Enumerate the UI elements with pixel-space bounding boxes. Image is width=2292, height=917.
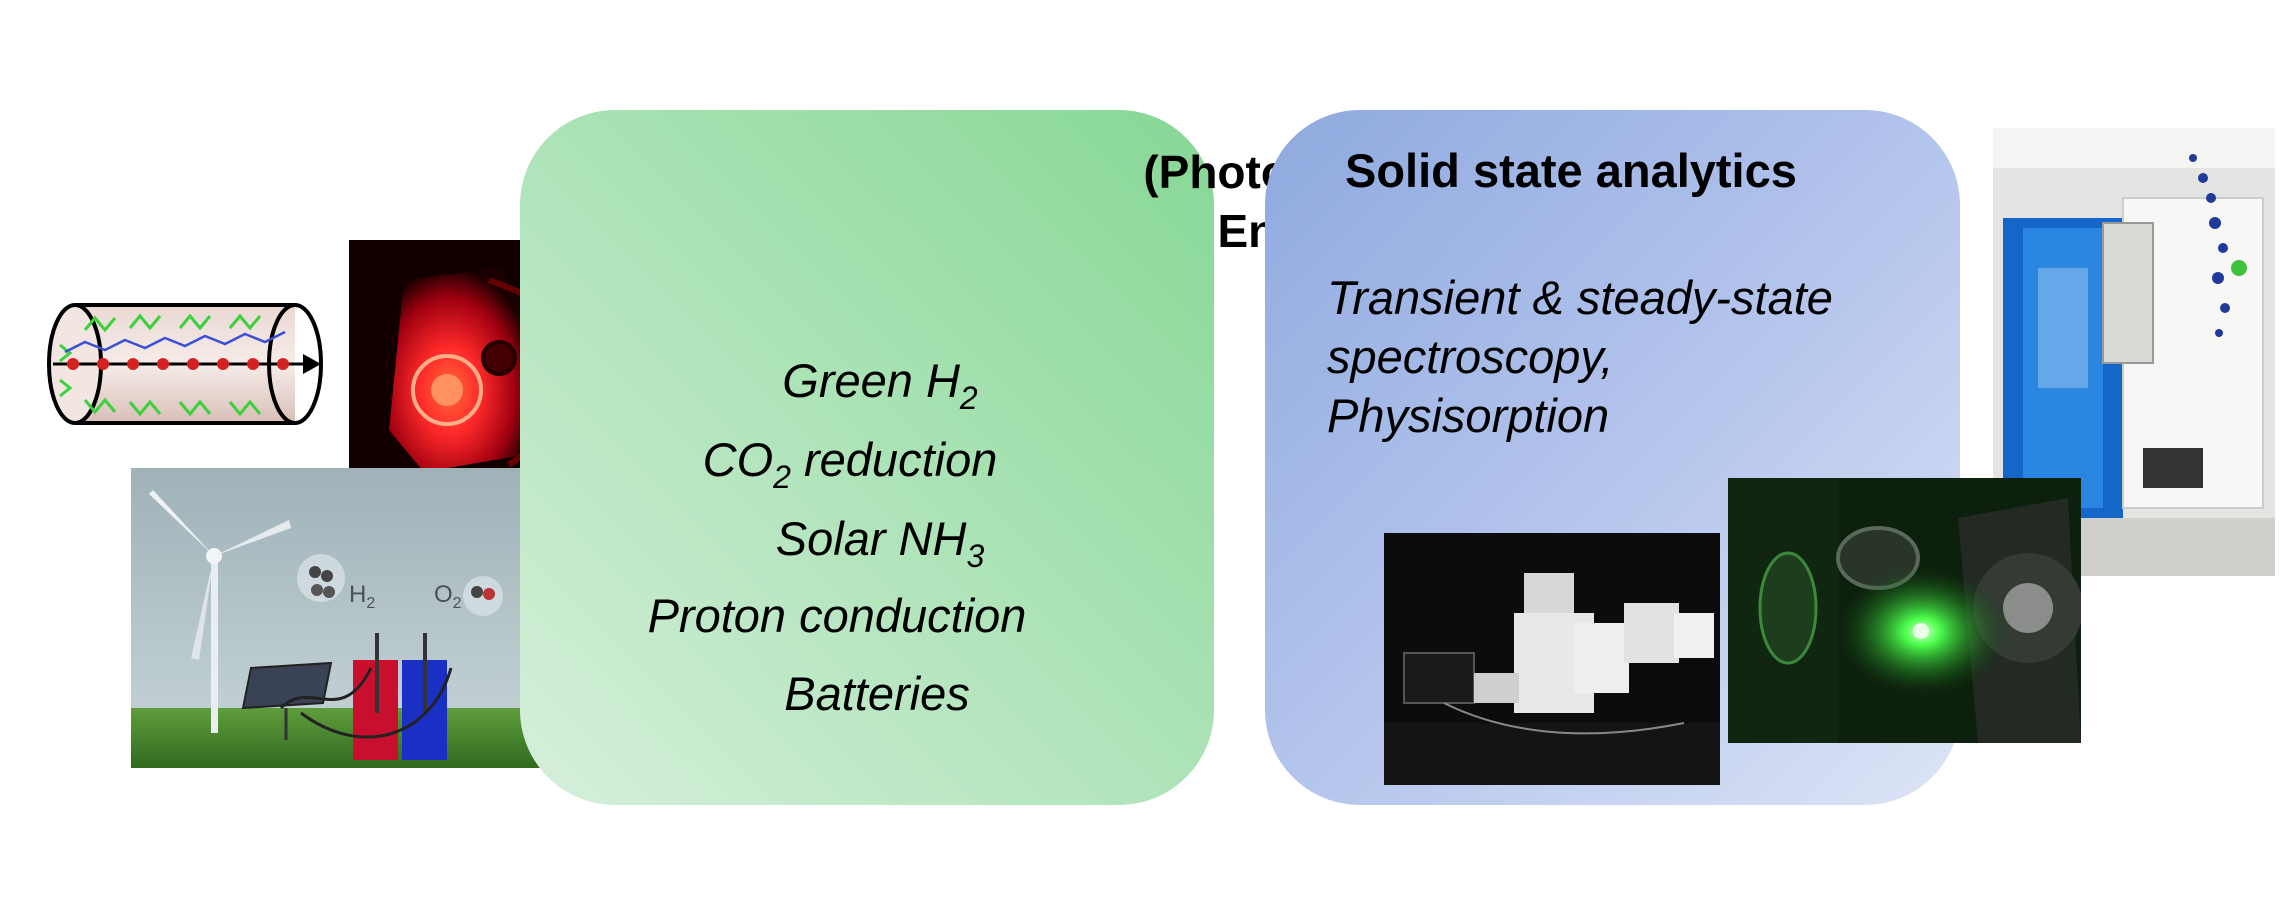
- h2-label: H2: [349, 581, 376, 612]
- green-item-proton-conduction: Proton conduction: [647, 589, 1027, 642]
- blue-panel-body: Transient & steady-state spectroscopy, P…: [1327, 268, 1887, 445]
- renewable-energy-illustration: H2 O2: [131, 468, 551, 768]
- green-laser-setup-photo: [1728, 478, 2081, 743]
- green-item-co2-reduction: CO2 reduction: [702, 433, 998, 495]
- green-item-solar-nh3: Solar NH3: [775, 512, 985, 574]
- green-panel: [520, 110, 1214, 805]
- molecular-channel-illustration: [47, 303, 323, 425]
- blue-panel-title: Solid state analytics: [1345, 144, 1797, 197]
- o2-label: O2: [434, 581, 462, 612]
- green-item-batteries: Batteries: [784, 667, 970, 720]
- green-item-green-h2: Green H2: [782, 354, 978, 416]
- blue-body-line: spectroscopy,: [1327, 330, 1614, 383]
- spectroscopy-setup-photo: [1384, 533, 1720, 785]
- blue-body-line: Transient & steady-state: [1327, 271, 1833, 324]
- blue-body-line: Physisorption: [1327, 389, 1610, 442]
